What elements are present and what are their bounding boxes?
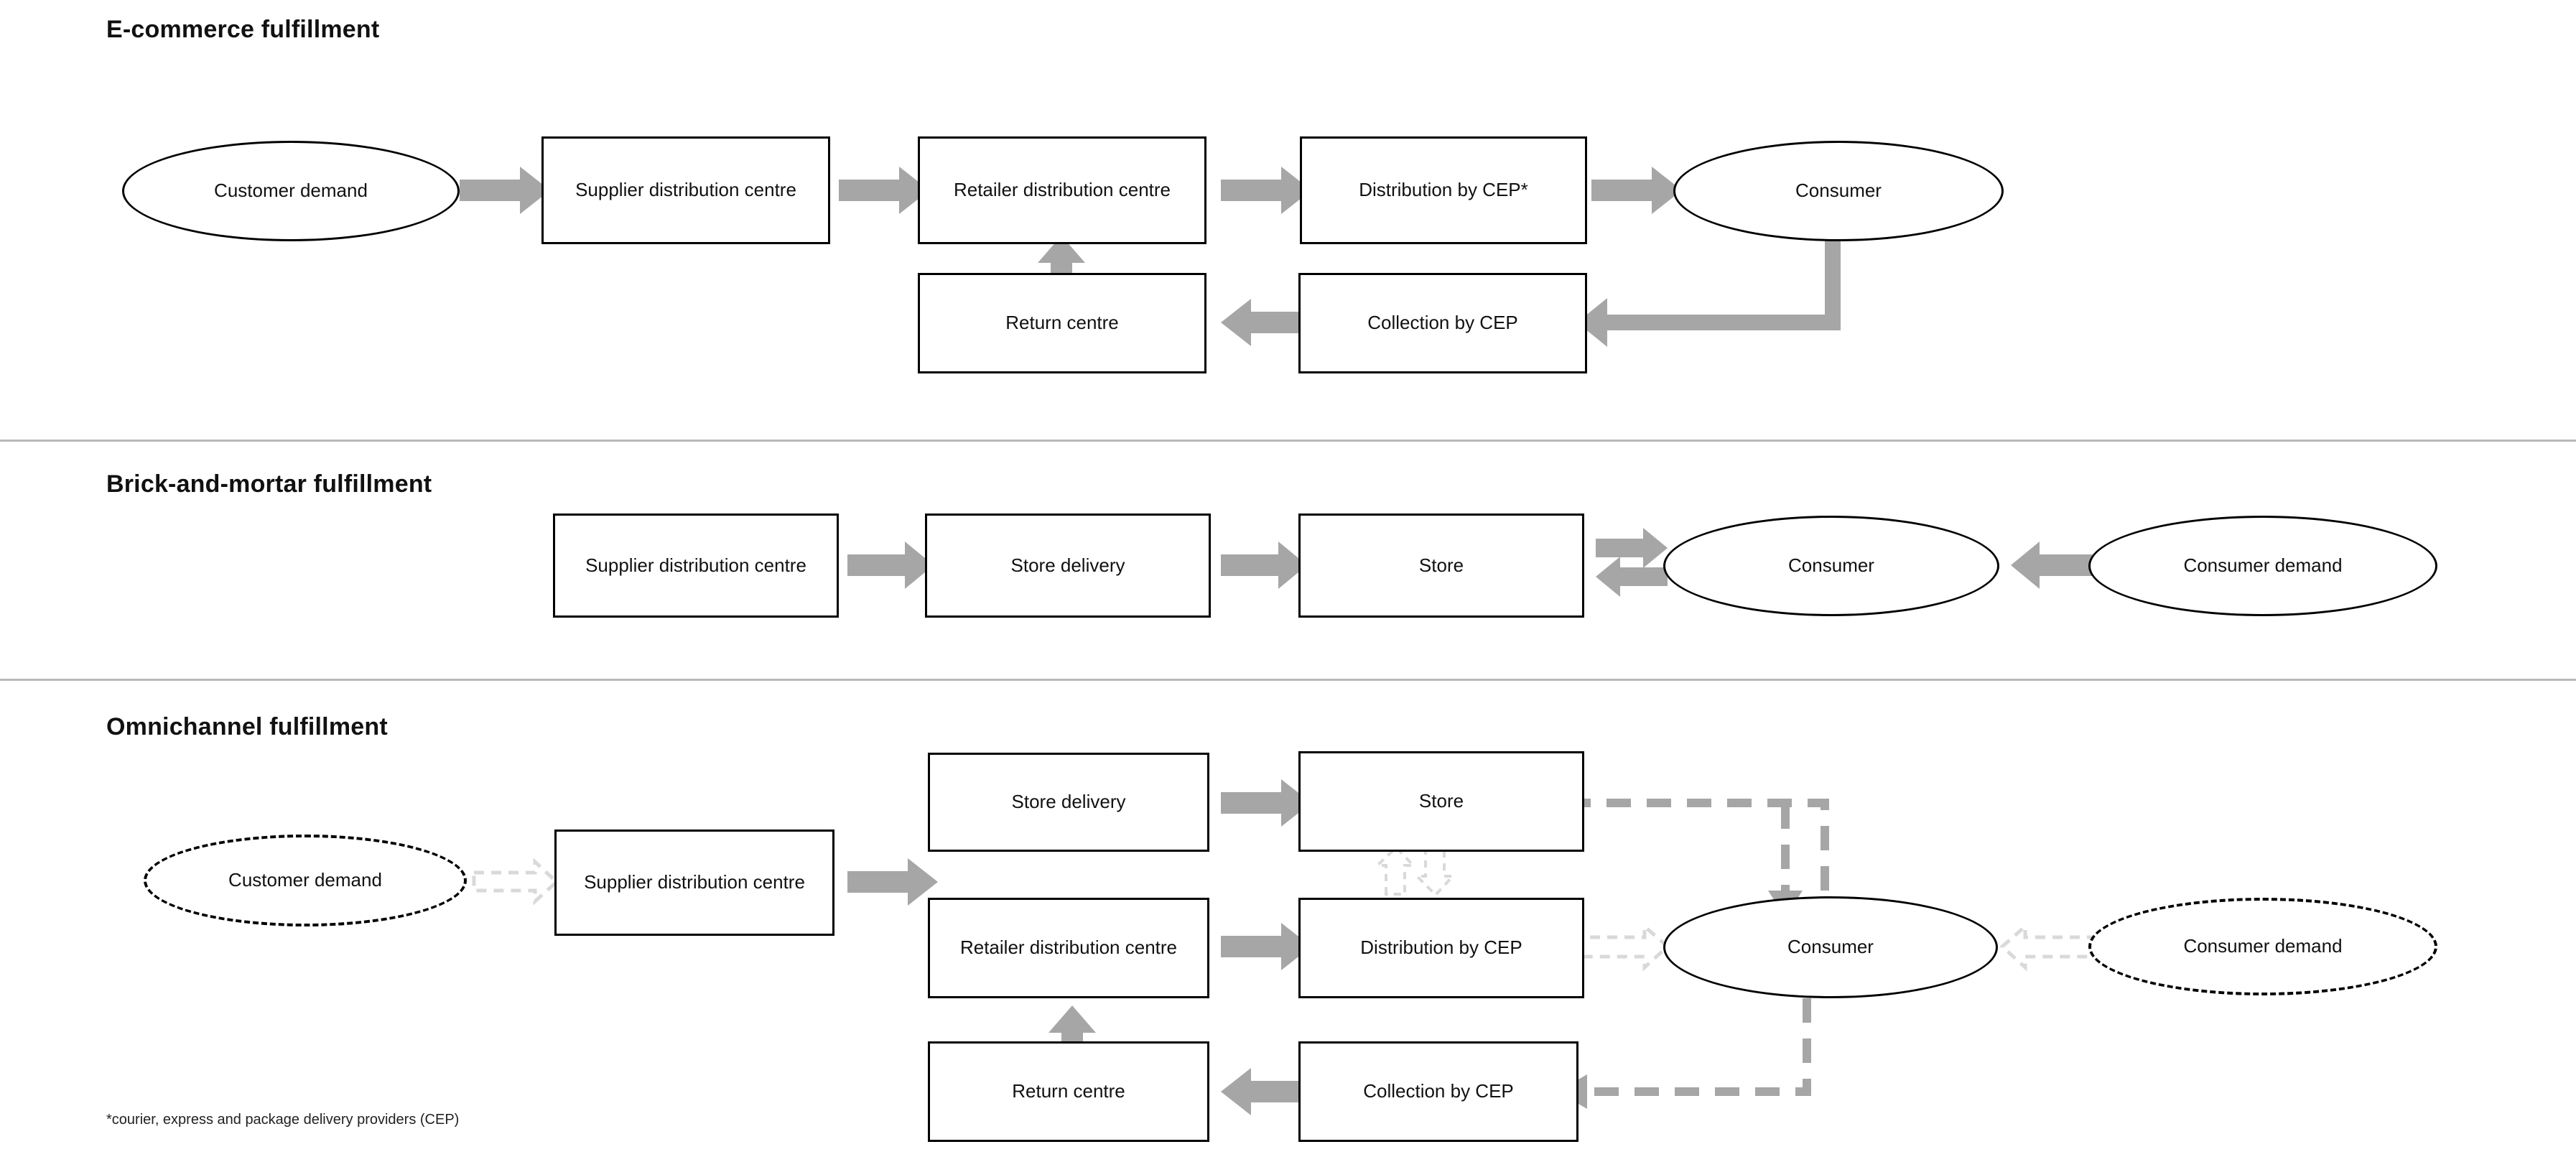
arrow-consumer-to-collection-cep-omni-elbow (1557, 998, 1811, 1109)
arrow-customer-demand-to-supplier-dc (460, 167, 550, 214)
node-label: Supplier distribution centre (575, 179, 796, 201)
node-label: Retailer distribution centre (953, 179, 1171, 201)
node-label: Collection by CEP (1363, 1080, 1514, 1102)
arrow-store-to-consumer (1596, 528, 1668, 568)
node-label: Customer demand (228, 869, 382, 891)
node-ecommerce-distribution-by-cep[interactable]: Distribution by CEP* (1300, 136, 1587, 244)
arrow-retailer-dc-to-distribution-cep-omni (1221, 923, 1311, 970)
node-label: Store (1418, 554, 1464, 576)
node-ecommerce-return-centre[interactable]: Return centre (918, 273, 1206, 373)
node-omni-retailer-distribution-centre[interactable]: Retailer distribution centre (928, 898, 1209, 998)
node-omni-customer-demand[interactable]: Customer demand (144, 835, 467, 926)
node-brick-store-delivery[interactable]: Store delivery (925, 514, 1211, 618)
section-divider-2 (0, 679, 2576, 681)
node-label: Supplier distribution centre (585, 554, 806, 576)
arrow-supplier-dc-to-retailer-dc (839, 167, 929, 214)
node-brick-consumer-demand[interactable]: Consumer demand (2088, 516, 2437, 616)
node-omni-consumer[interactable]: Consumer (1663, 896, 1998, 998)
node-label: Distribution by CEP* (1359, 179, 1528, 201)
arrow-store-delivery-to-store (1221, 542, 1307, 589)
arrow-consumer-to-store (1596, 557, 1668, 597)
node-omni-consumer-demand[interactable]: Consumer demand (2088, 898, 2437, 995)
section-title-omnichannel: Omnichannel fulfillment (106, 713, 388, 740)
arrow-retailer-dc-to-distribution-cep (1221, 167, 1311, 214)
node-ecommerce-retailer-distribution-centre[interactable]: Retailer distribution centre (918, 136, 1206, 244)
node-label: Consumer (1788, 554, 1874, 577)
node-omni-return-centre[interactable]: Return centre (928, 1041, 1209, 1142)
node-label: Store delivery (1011, 791, 1126, 813)
node-label: Return centre (1012, 1080, 1125, 1102)
node-omni-collection-by-cep[interactable]: Collection by CEP (1298, 1041, 1578, 1142)
arrow-consumer-to-store-omni-elbow (1555, 786, 1829, 891)
arrow-consumer-to-collection-cep-elbow (1577, 237, 1841, 347)
arrow-supplier-dc-to-store-delivery (847, 542, 934, 589)
node-omni-store[interactable]: Store (1298, 751, 1584, 852)
node-brick-supplier-distribution-centre[interactable]: Supplier distribution centre (553, 514, 839, 618)
node-omni-store-delivery[interactable]: Store delivery (928, 753, 1209, 852)
node-label: Consumer (1795, 180, 1882, 202)
node-label: Supplier distribution centre (584, 871, 805, 893)
arrow-distribution-cep-to-consumer-omni (1571, 922, 1670, 972)
arrow-distribution-cep-to-consumer (1591, 167, 1682, 214)
node-ecommerce-consumer[interactable]: Consumer (1673, 141, 2004, 241)
node-label: Store (1418, 790, 1464, 812)
node-label: Consumer demand (2183, 554, 2343, 577)
node-label: Return centre (1005, 312, 1119, 334)
footnote-cep: *courier, express and package delivery p… (106, 1112, 460, 1128)
node-ecommerce-customer-demand[interactable]: Customer demand (122, 141, 460, 241)
node-label: Consumer (1787, 936, 1874, 958)
node-omni-distribution-by-cep[interactable]: Distribution by CEP (1298, 898, 1584, 998)
node-ecommerce-collection-by-cep[interactable]: Collection by CEP (1298, 273, 1587, 373)
arrow-consumer-demand-to-consumer (2011, 542, 2097, 589)
arrow-consumer-demand-to-consumer-omni (1999, 922, 2099, 972)
arrow-store-delivery-to-store-omni (1221, 779, 1311, 827)
node-label: Customer demand (214, 180, 368, 202)
node-brick-store[interactable]: Store (1298, 514, 1584, 618)
node-label: Collection by CEP (1367, 312, 1518, 334)
node-label: Consumer demand (2183, 935, 2343, 957)
section-title-ecommerce: E-commerce fulfillment (106, 16, 380, 43)
node-brick-consumer[interactable]: Consumer (1663, 516, 1999, 616)
arrow-store-distribution-cep-bidirectional (1374, 845, 1456, 897)
section-title-brick-and-mortar: Brick-and-mortar fulfillment (106, 470, 432, 498)
node-label: Store delivery (1010, 554, 1125, 576)
node-ecommerce-supplier-distribution-centre[interactable]: Supplier distribution centre (541, 136, 830, 244)
section-divider-1 (0, 440, 2576, 442)
node-omni-supplier-distribution-centre[interactable]: Supplier distribution centre (554, 830, 834, 936)
node-label: Retailer distribution centre (959, 937, 1178, 959)
arrow-supplier-dc-to-branch-omni (847, 858, 938, 906)
arrow-customer-demand-to-supplier-dc-omni (472, 858, 559, 906)
node-label: Distribution by CEP (1360, 937, 1522, 959)
